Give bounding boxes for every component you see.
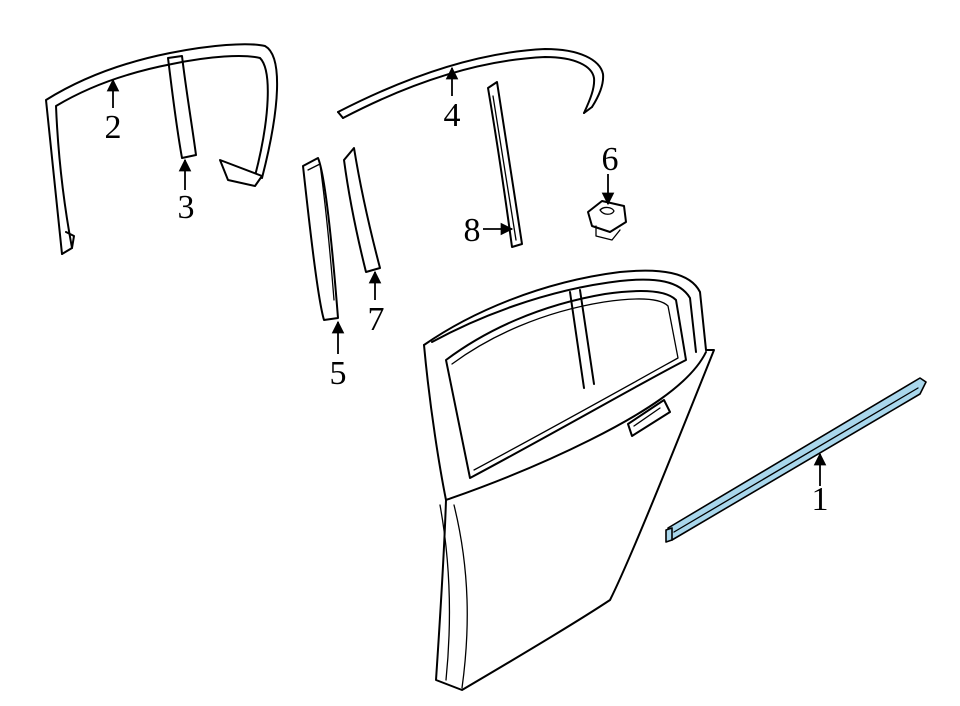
part-7-pillar-trim[interactable] <box>343 147 381 273</box>
part-8-channel-strip[interactable] <box>487 81 523 248</box>
callout-4[interactable]: 4 <box>444 97 461 134</box>
callout-labels: 1 2 3 4 5 6 7 8 <box>105 97 829 518</box>
part-3-channel-strip[interactable] <box>167 55 197 159</box>
callout-5[interactable]: 5 <box>330 355 347 392</box>
part-2-frame-weatherstrip[interactable] <box>45 43 279 255</box>
part-4-roof-molding[interactable] <box>337 48 605 119</box>
callout-2[interactable]: 2 <box>105 109 122 146</box>
part-2-end-block <box>219 159 263 187</box>
callout-1[interactable]: 1 <box>812 481 829 518</box>
callout-3[interactable]: 3 <box>178 189 195 226</box>
callout-8[interactable]: 8 <box>464 212 481 249</box>
leader-lines <box>106 66 827 486</box>
part-6-clip[interactable] <box>587 200 627 241</box>
callout-7[interactable]: 7 <box>368 301 385 338</box>
part-5-pillar-trim[interactable] <box>302 157 339 321</box>
rear-door-shell <box>423 269 715 691</box>
part-1-door-molding[interactable] <box>665 377 927 543</box>
callout-6[interactable]: 6 <box>602 141 619 178</box>
